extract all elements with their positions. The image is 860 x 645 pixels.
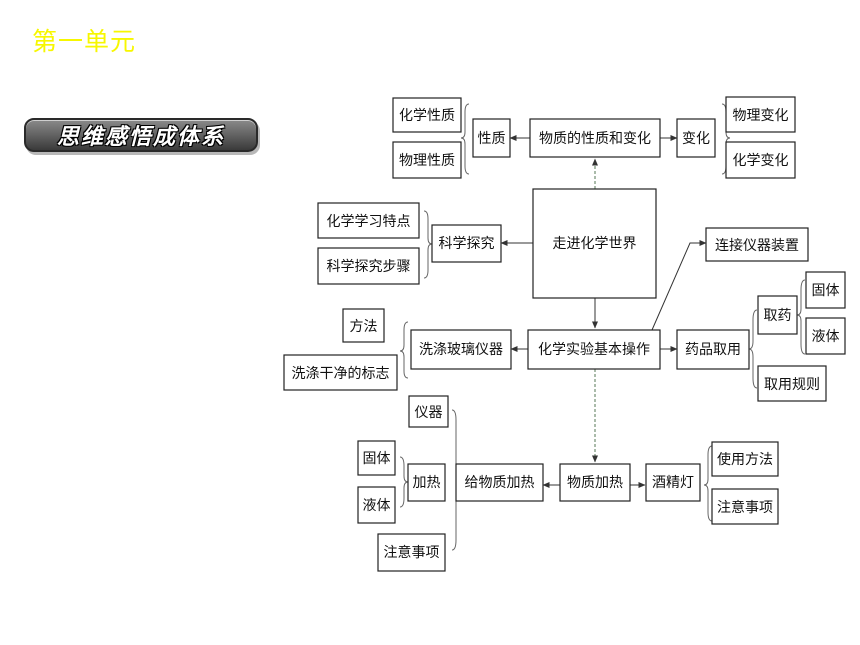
node-notes-1: 注意事项: [377, 533, 446, 572]
svg-text:走进化学世界: 走进化学世界: [553, 236, 637, 252]
svg-text:仪器: 仪器: [415, 405, 443, 421]
node-phys-change: 物理变化: [725, 96, 796, 133]
svg-text:给物质加热: 给物质加热: [465, 475, 535, 491]
svg-text:注意事项: 注意事项: [384, 544, 440, 561]
node-solid-1: 固体: [805, 271, 846, 309]
svg-text:性质: 性质: [478, 131, 506, 147]
svg-text:物理变化: 物理变化: [733, 108, 789, 124]
section-badge: 思维感悟成体系: [24, 118, 258, 152]
node-properties-change: 物质的性质和变化: [529, 118, 661, 158]
node-sci-inquiry: 科学探究: [431, 224, 502, 263]
svg-text:固体: 固体: [363, 451, 391, 467]
svg-text:化学变化: 化学变化: [733, 153, 789, 169]
svg-text:液体: 液体: [812, 329, 840, 345]
node-solid-2: 固体: [357, 440, 396, 476]
svg-text:变化: 变化: [682, 131, 710, 147]
svg-text:洗涤干净的标志: 洗涤干净的标志: [292, 366, 390, 382]
node-take-rules: 取用规则: [757, 365, 827, 402]
svg-text:物质加热: 物质加热: [567, 475, 623, 491]
svg-text:固体: 固体: [812, 283, 840, 299]
node-learn-traits: 化学学习特点: [317, 202, 420, 239]
node-heating: 加热: [407, 463, 446, 502]
node-change: 变化: [676, 118, 716, 158]
node-take-drug: 取药: [757, 295, 798, 335]
node-liquid-2: 液体: [357, 486, 396, 524]
unit-title: 第一单元: [32, 27, 137, 56]
svg-text:物理性质: 物理性质: [399, 153, 455, 169]
node-connect-apparatus: 连接仪器装置: [705, 227, 809, 262]
svg-text:取用规则: 取用规则: [764, 377, 820, 393]
node-property: 性质: [472, 118, 511, 158]
node-wash-glass: 洗涤玻璃仪器: [410, 329, 512, 370]
node-clean-mark: 洗涤干净的标志: [283, 354, 398, 391]
svg-text:使用方法: 使用方法: [717, 451, 773, 468]
node-alcohol-lamp: 酒精灯: [645, 463, 701, 502]
svg-text:加热: 加热: [413, 475, 441, 491]
node-chem-property: 化学性质: [392, 97, 462, 133]
node-instrument: 仪器: [408, 395, 449, 428]
svg-text:液体: 液体: [363, 498, 391, 514]
node-basic-ops: 化学实验基本操作: [527, 329, 661, 370]
node-heat-matter: 物质加热: [559, 463, 631, 502]
svg-text:方法: 方法: [350, 319, 378, 335]
node-usage: 使用方法: [711, 441, 779, 477]
node-phys-property: 物理性质: [392, 141, 462, 179]
svg-text:连接仪器装置: 连接仪器装置: [715, 237, 799, 254]
section-title: 思维感悟成体系: [56, 125, 225, 150]
node-liquid-1: 液体: [805, 317, 846, 355]
svg-text:取药: 取药: [764, 308, 792, 324]
svg-text:科学探究步骤: 科学探究步骤: [327, 259, 411, 275]
node-chem-change: 化学变化: [725, 141, 796, 179]
node-drug-take: 药品取用: [676, 329, 750, 370]
node-notes-2: 注意事项: [711, 488, 779, 525]
node-heat-give: 给物质加热: [455, 463, 544, 502]
node-inquiry-steps: 科学探究步骤: [317, 247, 420, 285]
svg-text:物质的性质和变化: 物质的性质和变化: [539, 131, 651, 147]
connector-lines: [500, 135, 707, 488]
node-method: 方法: [342, 308, 385, 343]
svg-text:化学性质: 化学性质: [399, 108, 455, 124]
svg-text:洗涤玻璃仪器: 洗涤玻璃仪器: [419, 341, 503, 358]
node-center: 走进化学世界: [532, 188, 657, 299]
svg-text:酒精灯: 酒精灯: [652, 475, 694, 491]
svg-text:化学实验基本操作: 化学实验基本操作: [538, 341, 650, 358]
svg-text:药品取用: 药品取用: [685, 342, 741, 358]
svg-text:化学学习特点: 化学学习特点: [327, 214, 411, 230]
svg-text:注意事项: 注意事项: [717, 499, 773, 516]
svg-text:科学探究: 科学探究: [439, 236, 495, 252]
